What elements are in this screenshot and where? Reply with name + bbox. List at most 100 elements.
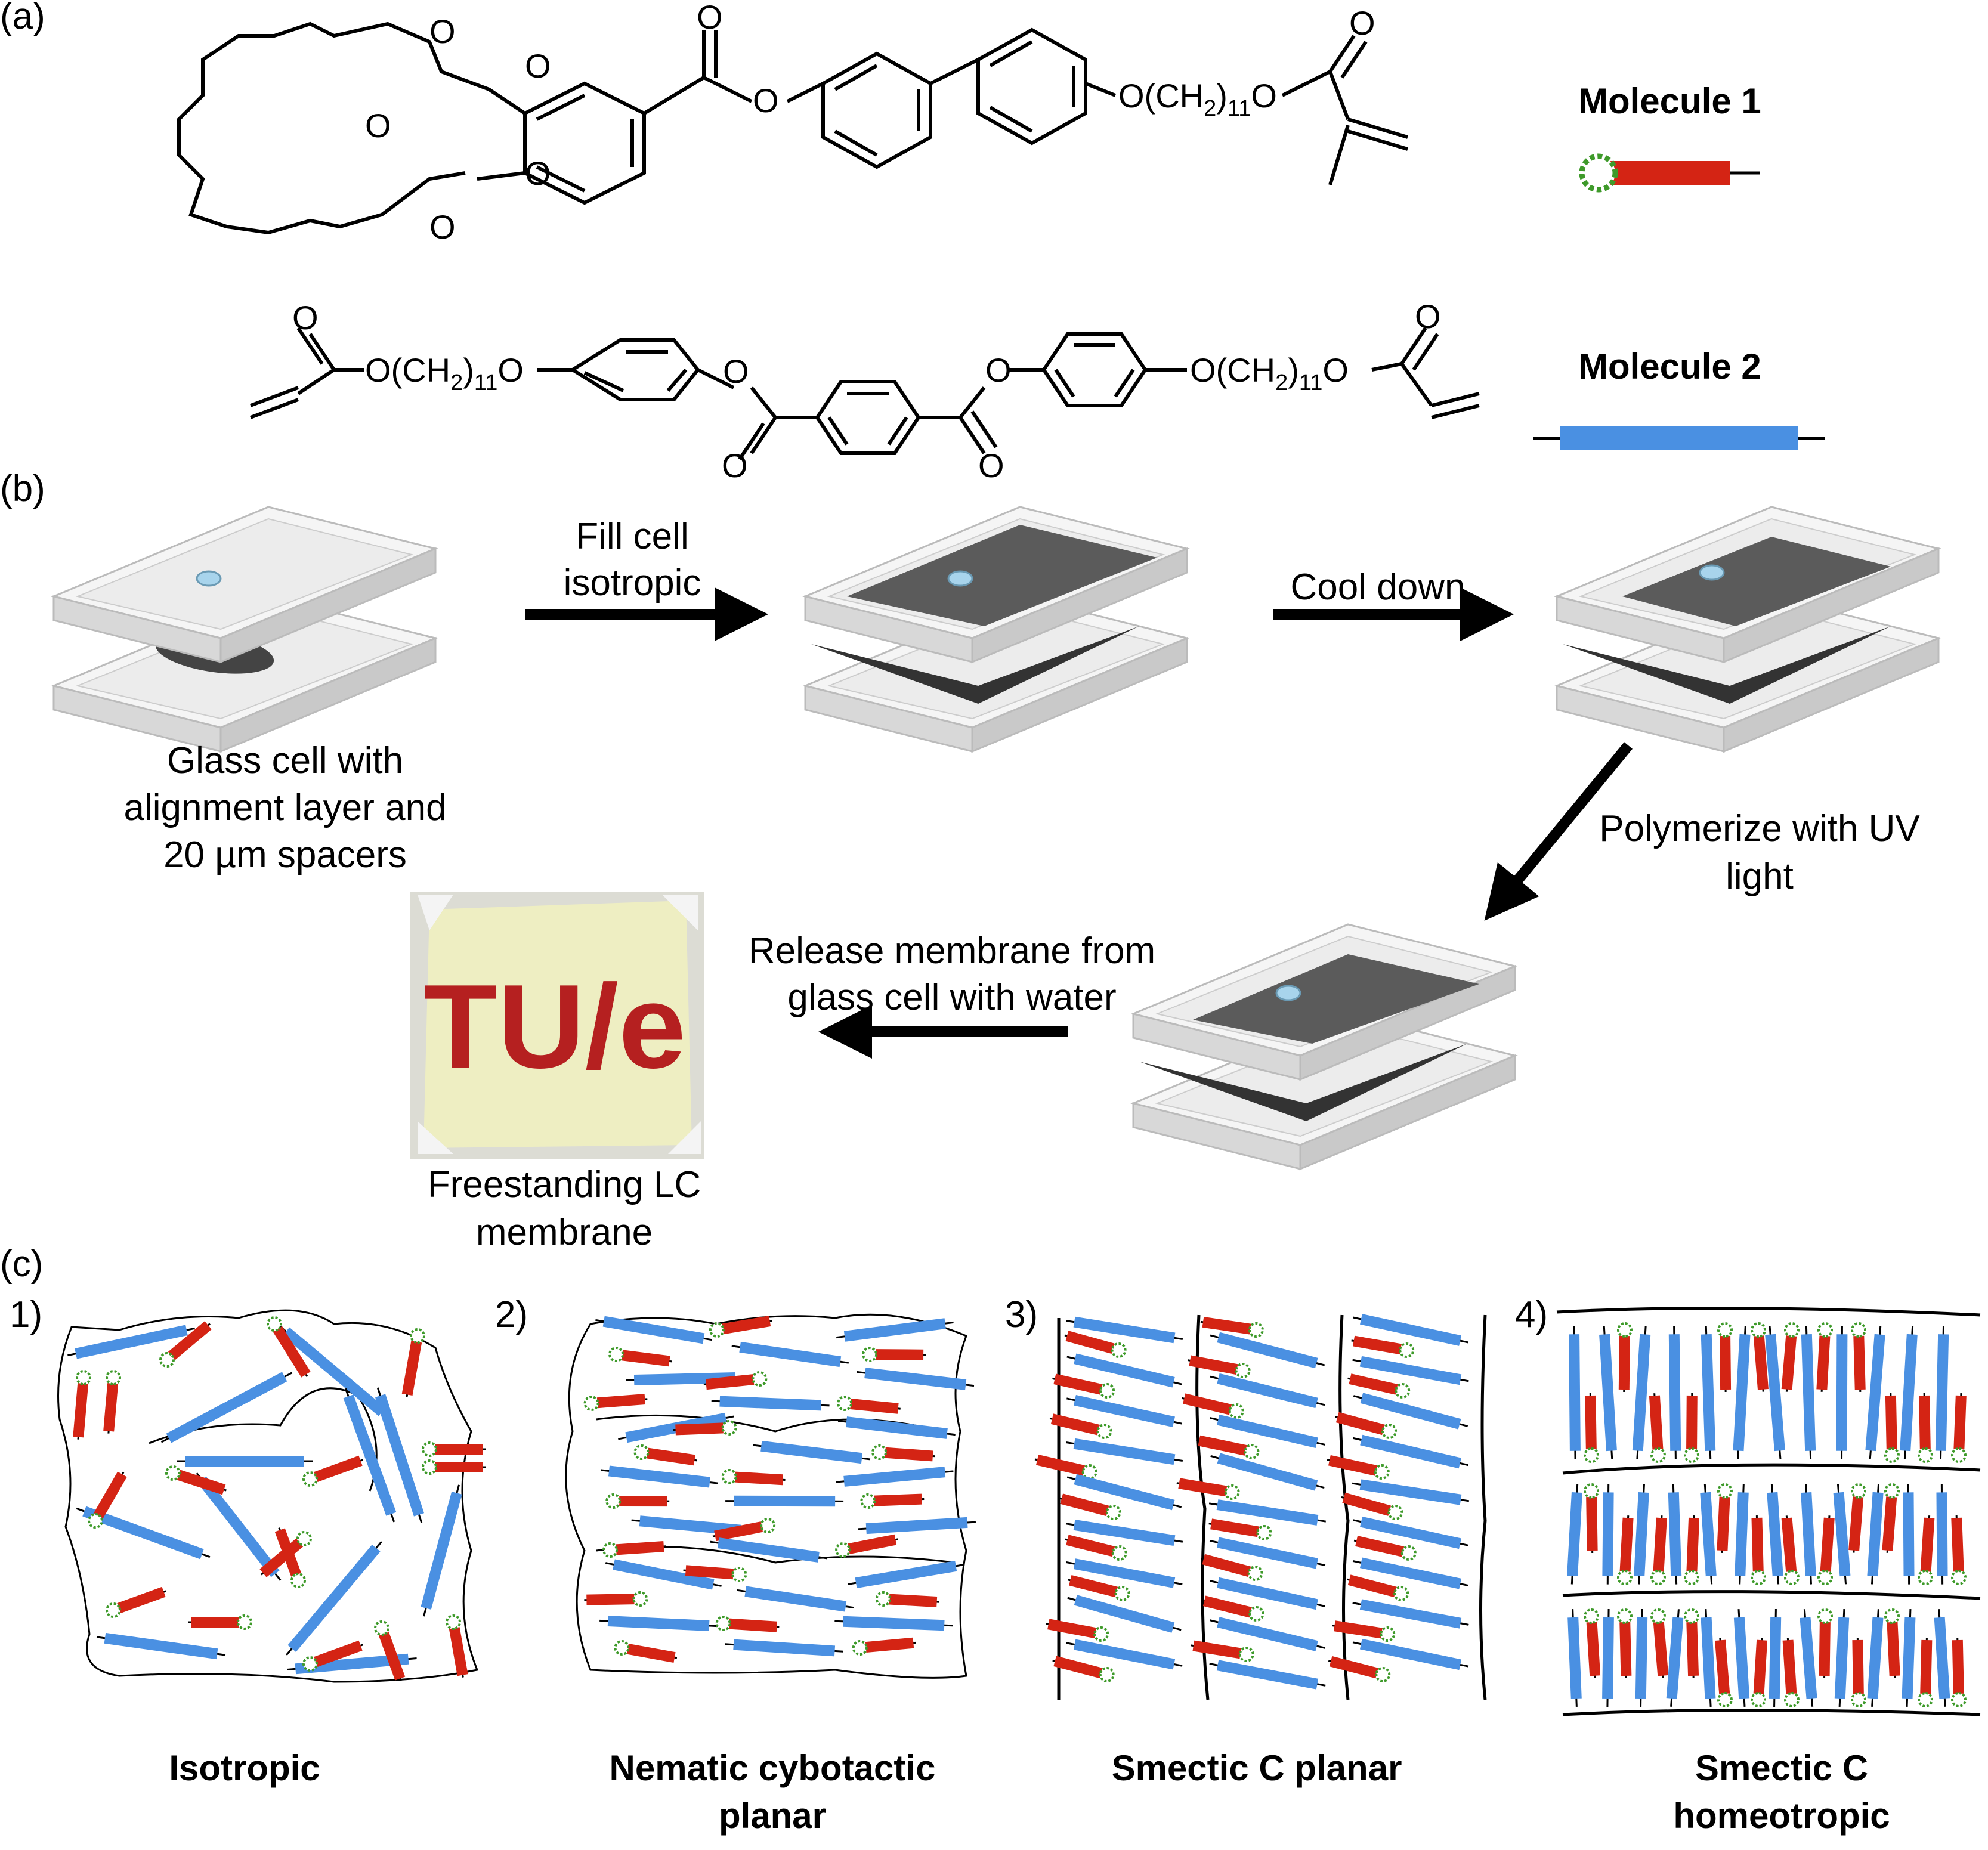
molecule-1-glyph — [1851, 1322, 1866, 1393]
molecule-2-glyph — [1701, 1326, 1716, 1459]
molecule-2-glyph — [1666, 1609, 1684, 1707]
molecule-2-glyph — [177, 1456, 313, 1467]
membrane-logo: TU/e — [423, 960, 686, 1093]
phase-2-name-line2: planar — [719, 1796, 826, 1836]
molecule-1-glyph — [1049, 1413, 1112, 1439]
molecule-1-glyph — [1034, 1455, 1097, 1480]
molecule-2-glyph — [1801, 1326, 1816, 1459]
molecule-2-glyph — [1602, 1484, 1614, 1585]
molecule-1-glyph — [583, 1394, 648, 1411]
molecule-1-glyph — [1884, 1393, 1900, 1463]
molecule-2-glyph — [279, 1325, 389, 1418]
molecule-1-glyph — [837, 1396, 901, 1414]
molecule-1-glyph — [1717, 1322, 1733, 1393]
molecule-1-glyph — [584, 1591, 648, 1607]
molecule-2-glyph — [343, 1388, 397, 1523]
phase-1-number: 1) — [10, 1294, 42, 1335]
molecule-1-glyph — [302, 1640, 363, 1672]
molecule-2-glyph — [1352, 1479, 1470, 1505]
molecule-2-glyph — [1210, 1332, 1325, 1369]
glass-cell-cooled — [1556, 506, 1940, 753]
svg-text:glass cell with water: glass cell with water — [787, 977, 1116, 1018]
molecule-1-glyph — [159, 1321, 212, 1368]
molecule-2-glyph — [1765, 1326, 1785, 1459]
molecule-1-atoms: O O O O O O O O(CH2)11O O — [365, 0, 1375, 246]
molecule-2-glyph — [1210, 1617, 1325, 1651]
svg-text:O(CH2)11O: O(CH2)11O — [1190, 351, 1349, 395]
svg-text:O: O — [292, 299, 319, 336]
molecule-1-glyph — [633, 1444, 697, 1466]
molecule-1-glyph — [1751, 1515, 1766, 1585]
molecule-1-glyph — [401, 1328, 425, 1397]
molecule-1-glyph — [1584, 1483, 1599, 1554]
glass-cell-polymerized — [1132, 923, 1516, 1170]
molecule-1-glyph — [673, 1420, 737, 1436]
svg-text:O(CH2)11O: O(CH2)11O — [365, 351, 524, 395]
molecule-1-glyph — [1717, 1483, 1733, 1553]
glass-cell-empty — [52, 506, 437, 753]
svg-text:light: light — [1726, 856, 1794, 897]
molecule-1-glyph — [1781, 1515, 1800, 1585]
svg-text:O: O — [753, 82, 779, 119]
molecule-1-glyph — [1201, 1595, 1264, 1622]
arrow-polymerize: Polymerize with UV light — [1484, 742, 1920, 921]
molecule-1-glyph — [605, 1493, 670, 1509]
phase-4-name-line2: homeotropic — [1673, 1796, 1890, 1836]
molecule-2-glyph — [711, 1396, 830, 1411]
molecule-1-glyph — [1068, 1575, 1130, 1601]
molecule-1-glyph — [1884, 1608, 1900, 1678]
molecule-1-glyph — [712, 1518, 776, 1542]
molecule-1-glyph — [1649, 1393, 1666, 1463]
molecule-1-glyph — [721, 1469, 786, 1486]
molecule-1-glyph — [1650, 1515, 1667, 1585]
molecule-2-glyph — [1567, 1609, 1582, 1707]
molecule-2-glyph — [1567, 1484, 1582, 1585]
molecule-1-glyph — [73, 1370, 91, 1440]
molecule-1-glyph — [602, 1541, 666, 1558]
phase-2: 2) Nematic cybotactic planar — [495, 1294, 976, 1836]
molecule-1-glyph — [852, 1637, 916, 1656]
svg-text:O: O — [723, 352, 749, 390]
molecule-1-glyph — [1951, 1515, 1967, 1585]
molecule-1-glyph — [267, 1316, 311, 1378]
molecule-2-glyph — [1065, 1438, 1183, 1465]
molecule-2-glyph — [1066, 1353, 1182, 1388]
molecule-2-glyph — [1867, 1609, 1884, 1707]
svg-text:O: O — [978, 447, 1004, 484]
molecule-2-glyph — [1210, 1414, 1325, 1449]
molecule-2-glyph — [1836, 1326, 1848, 1459]
molecule-2-glyph — [1902, 1608, 1916, 1707]
molecule-2-glyph — [1602, 1608, 1614, 1707]
molecule-1-glyph — [1353, 1536, 1417, 1561]
phase-1-name: Isotropic — [169, 1748, 320, 1788]
molecule-1-glyph — [1781, 1322, 1800, 1392]
molecule-1-glyph — [1200, 1316, 1264, 1338]
molecule-1-glyph — [1617, 1515, 1634, 1585]
phase-1: 1) Isotropic — [10, 1294, 486, 1788]
molecule-2-glyph — [1700, 1484, 1717, 1585]
svg-text:O: O — [525, 47, 551, 85]
svg-text:O: O — [365, 107, 391, 144]
molecule-2-glyph — [1733, 1326, 1751, 1459]
molecule-1-glyph — [1176, 1478, 1240, 1500]
molecule-1-glyph — [422, 1459, 486, 1475]
phase-3-layer-boundaries — [1057, 1314, 1487, 1700]
molecule-1-glyph — [1187, 1355, 1251, 1378]
svg-text:Release membrane from: Release membrane from — [749, 930, 1155, 972]
molecule-2-glyph — [836, 1318, 954, 1342]
molecule-1-glyph — [1052, 1656, 1115, 1682]
molecule-2-glyph — [1352, 1356, 1469, 1385]
glass-cell-filled — [804, 506, 1188, 753]
molecule-1-glyph — [614, 1640, 678, 1663]
molecule-1-glyph — [1684, 1608, 1699, 1678]
phase-2-name-line1: Nematic cybotactic — [610, 1748, 936, 1788]
molecule-1-glyph — [1617, 1608, 1633, 1679]
molecule-1-glyph — [1181, 1393, 1244, 1419]
molecule-2-glyph — [858, 1517, 976, 1535]
phase-1-domain-outline — [57, 1309, 479, 1683]
molecule-2-glyph — [421, 1484, 462, 1617]
molecule-2-glyph — [1352, 1599, 1469, 1629]
molecule-1-glyph — [1684, 1393, 1699, 1463]
molecule-2-glyph — [1569, 1326, 1581, 1459]
molecule-2-glyph — [1352, 1557, 1469, 1589]
